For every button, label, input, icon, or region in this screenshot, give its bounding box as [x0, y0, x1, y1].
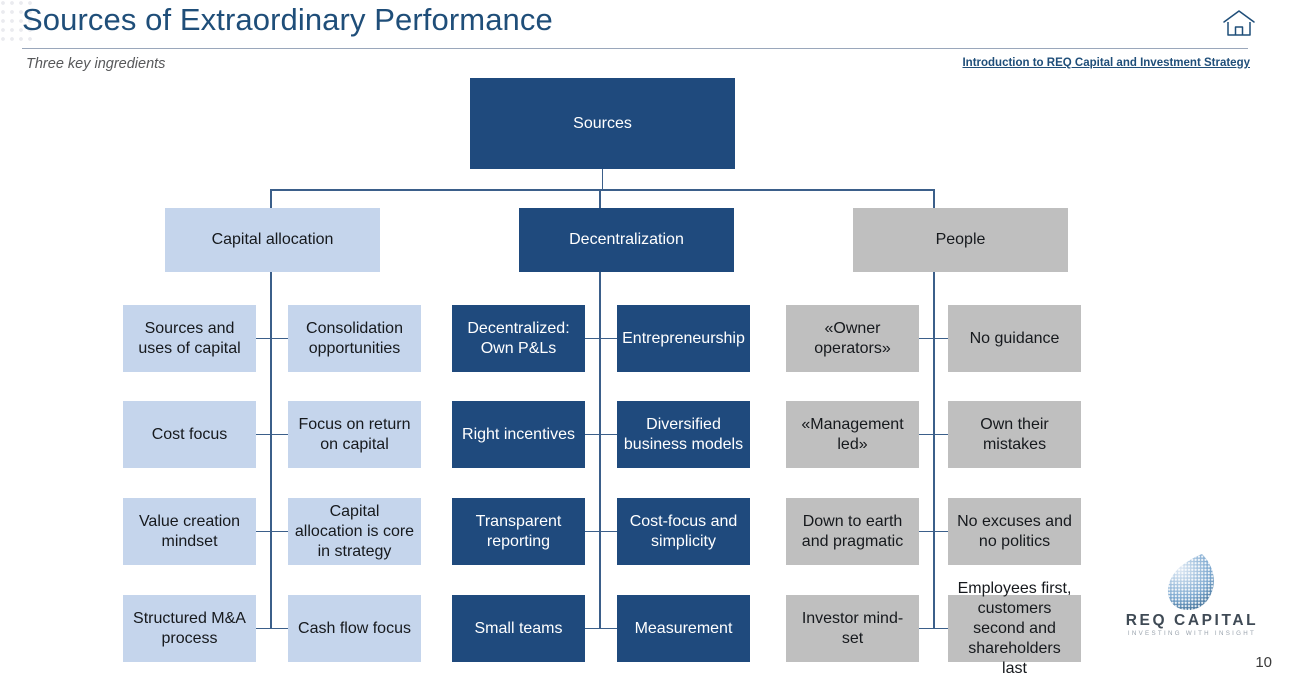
category-box-2: People — [853, 208, 1068, 272]
branch-spine-2 — [933, 272, 935, 629]
leaf-box-2-0-right: No guidance — [948, 305, 1081, 372]
leaf-stub-2-0-right — [934, 337, 948, 340]
leaf-box-2-0-right-label: No guidance — [969, 329, 1060, 347]
leaf-box-2-2-left: Down to earth and pragmatic — [786, 498, 919, 565]
logo-tagline: INVESTING WITH INSIGHT — [1127, 630, 1257, 637]
leaf-box-0-2-right-label: Capital allocation is core in strategy — [294, 502, 415, 560]
leaf-stub-1-3-left — [585, 627, 600, 630]
leaf-stub-1-3-right — [600, 627, 617, 630]
leaf-box-1-0-left-label: Decentralized:Own P&Ls — [467, 319, 570, 357]
leaf-box-0-1-left: Cost focus — [123, 401, 256, 468]
intro-strategy-link[interactable]: Introduction to REQ Capital and Investme… — [962, 57, 1250, 69]
page-title: Sources of Extraordinary Performance — [22, 2, 553, 37]
leaf-box-1-1-left: Right incentives — [452, 401, 585, 468]
leaf-stub-0-3-left — [256, 627, 271, 630]
leaf-box-0-3-left-label: Structured M&A process — [133, 609, 246, 647]
leaf-stub-1-1-right — [600, 433, 617, 436]
leaf-box-1-2-right-label: Cost-focus and simplicity — [629, 512, 738, 550]
leaf-box-2-2-left-label: Down to earth and pragmatic — [801, 512, 904, 550]
leaf-box-1-0-right-label: Entrepreneurship — [622, 329, 745, 347]
logo-wordmark: REQ CAPITAL — [1125, 612, 1259, 629]
leaf-box-1-2-left: Transparent reporting — [452, 498, 585, 565]
header-divider — [22, 48, 1248, 49]
leaf-box-0-3-left: Structured M&A process — [123, 595, 256, 662]
leaf-box-0-2-left-label: Value creation mindset — [138, 512, 241, 550]
root-box-sources-label: Sources — [573, 114, 632, 132]
leaf-box-0-1-left-label: Cost focus — [151, 425, 228, 443]
branch-bus — [270, 189, 935, 191]
leaf-box-2-1-left-label: «Management led» — [801, 415, 904, 453]
branch-stem-0 — [270, 189, 272, 208]
leaf-box-1-0-right: Entrepreneurship — [617, 305, 750, 372]
leaf-box-0-0-left-label: Sources and uses of capital — [138, 319, 241, 357]
leaf-stub-2-2-left — [919, 530, 934, 533]
leaf-stub-2-0-left — [919, 337, 934, 340]
leaf-box-1-1-right-label: Diversified business models — [623, 415, 744, 453]
leaf-stub-2-1-left — [919, 433, 934, 436]
branch-spine-1 — [599, 272, 601, 629]
category-box-1-label: Decentralization — [569, 231, 684, 248]
leaf-box-2-0-left-label: «Owner operators» — [814, 319, 891, 357]
leaf-box-0-2-left: Value creation mindset — [123, 498, 256, 565]
leaf-stub-2-3-right — [934, 627, 948, 630]
leaf-box-1-3-right: Measurement — [617, 595, 750, 662]
page-subtitle: Three key ingredients — [26, 56, 166, 72]
logo-droplet-icon — [1167, 554, 1214, 611]
leaf-box-2-3-left-label: Investor mind-set — [801, 609, 904, 647]
branch-stem-1 — [599, 189, 601, 208]
root-box-sources: Sources — [470, 78, 735, 169]
leaf-stub-0-0-right — [271, 337, 288, 340]
leaf-stub-1-1-left — [585, 433, 600, 436]
leaf-box-2-1-left: «Management led» — [786, 401, 919, 468]
req-capital-logo: REQ CAPITAL INVESTING WITH INSIGHT — [1122, 552, 1262, 644]
leaf-box-1-2-left-label: Transparent reporting — [475, 512, 562, 550]
leaf-stub-0-0-left — [256, 337, 271, 340]
leaf-stub-0-1-right — [271, 433, 288, 436]
leaf-box-1-3-right-label: Measurement — [634, 619, 733, 637]
leaf-stub-0-3-right — [271, 627, 288, 630]
leaf-stub-0-2-right — [271, 530, 288, 533]
category-box-2-label: People — [935, 231, 986, 248]
leaf-box-1-1-left-label: Right incentives — [462, 425, 575, 443]
root-stem — [601, 169, 604, 189]
leaf-box-2-1-right: Own their mistakes — [948, 401, 1081, 468]
leaf-stub-1-0-right — [600, 337, 617, 340]
leaf-box-1-3-left-label: Small teams — [474, 619, 563, 637]
leaf-box-0-3-right-label: Cash flow focus — [298, 619, 411, 637]
category-box-1: Decentralization — [519, 208, 734, 272]
leaf-box-0-0-right: Consolidation opportunities — [288, 305, 421, 372]
leaf-box-2-1-right-label: Own their mistakes — [980, 415, 1049, 453]
leaf-box-2-2-right-label: No excuses and no politics — [957, 512, 1072, 550]
leaf-box-2-0-left: «Owner operators» — [786, 305, 919, 372]
category-box-0: Capital allocation — [165, 208, 380, 272]
leaf-stub-0-1-left — [256, 433, 271, 436]
leaf-stub-1-0-left — [585, 337, 600, 340]
leaf-box-0-0-right-label: Consolidation opportunities — [306, 319, 403, 357]
leaf-stub-2-1-right — [934, 433, 948, 436]
leaf-box-1-0-left: Decentralized:Own P&Ls — [452, 305, 585, 372]
leaf-box-2-2-right: No excuses and no politics — [948, 498, 1081, 565]
branch-spine-0 — [270, 272, 272, 629]
leaf-box-1-2-right: Cost-focus and simplicity — [617, 498, 750, 565]
leaf-box-0-3-right: Cash flow focus — [288, 595, 421, 662]
leaf-box-2-3-right: Employees first, customers second and sh… — [948, 580, 1081, 677]
leaf-stub-1-2-left — [585, 530, 600, 533]
leaf-stub-1-2-right — [600, 530, 617, 533]
page-number: 10 — [1255, 654, 1272, 671]
leaf-stub-0-2-left — [256, 530, 271, 533]
leaf-box-2-3-right-label: Employees first, customers second and sh… — [957, 579, 1072, 677]
leaf-box-0-0-left: Sources and uses of capital — [123, 305, 256, 372]
leaf-stub-2-2-right — [934, 530, 948, 533]
leaf-box-1-1-right: Diversified business models — [617, 401, 750, 468]
leaf-stub-2-3-left — [919, 627, 934, 630]
category-box-0-label: Capital allocation — [211, 231, 334, 248]
home-icon[interactable] — [1222, 8, 1256, 38]
leaf-box-0-1-right-label: Focus on return on capital — [298, 415, 411, 453]
leaf-box-1-3-left: Small teams — [452, 595, 585, 662]
leaf-box-2-3-left: Investor mind-set — [786, 595, 919, 662]
leaf-box-0-2-right: Capital allocation is core in strategy — [288, 498, 421, 565]
branch-stem-2 — [933, 189, 935, 208]
leaf-box-0-1-right: Focus on return on capital — [288, 401, 421, 468]
